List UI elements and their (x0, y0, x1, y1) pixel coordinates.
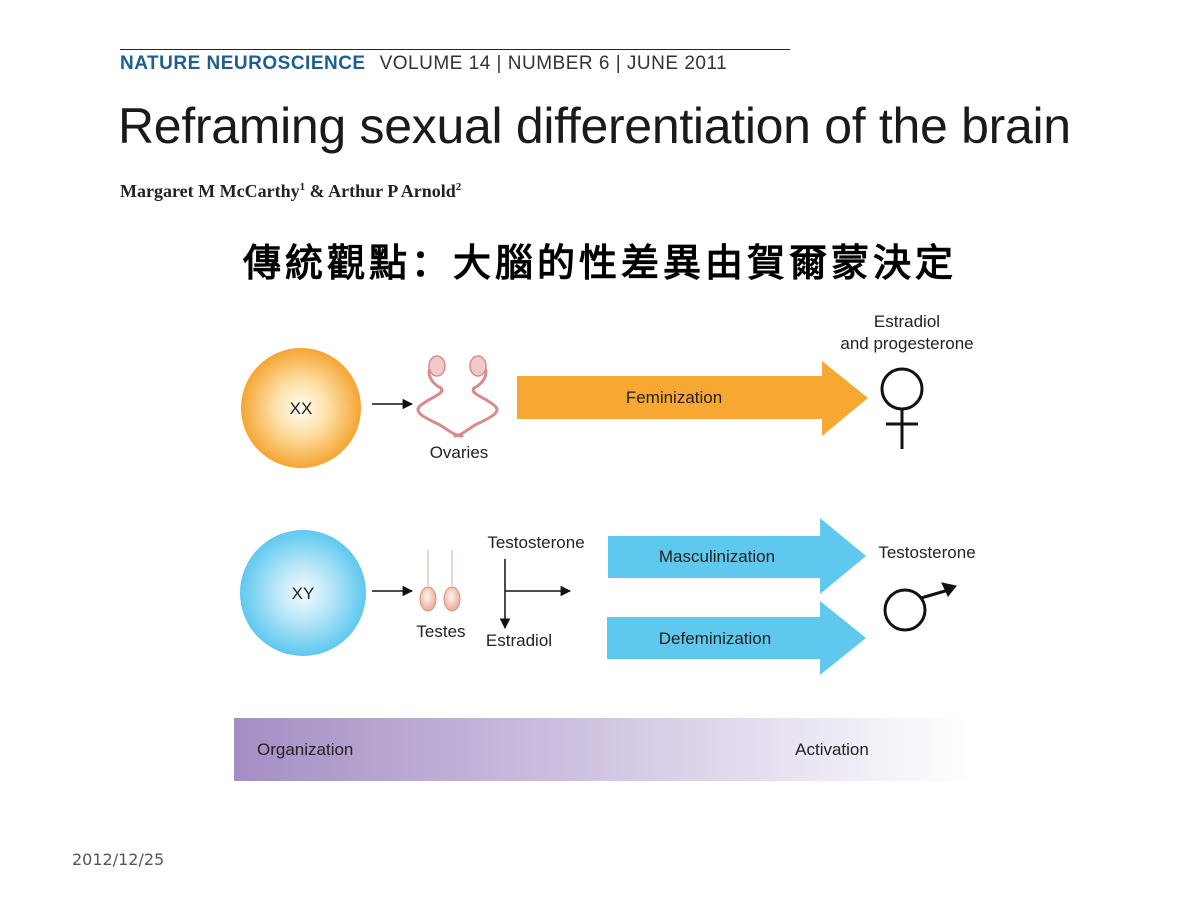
defeminization-arrow (607, 601, 866, 675)
organization-label: Organization (257, 740, 353, 759)
testosterone-top-label: Testosterone (487, 533, 584, 552)
defeminization-label: Defeminization (659, 629, 771, 648)
footer-date: 2012/12/25 (72, 850, 165, 869)
female-symbol-icon (880, 367, 924, 449)
ovaries-label: Ovaries (430, 443, 489, 462)
authors: Margaret M McCarthy1 & Arthur P Arnold2 (120, 181, 461, 202)
xx-label: XX (290, 399, 313, 418)
author-2: Arthur P Arnold (328, 181, 456, 201)
author-separator: & (305, 181, 329, 201)
testosterone-right-label: Testosterone (878, 543, 975, 562)
testes-label: Testes (416, 622, 465, 641)
testes-icon (419, 550, 461, 612)
estradiol-progesterone-label-line2: and progesterone (840, 334, 973, 353)
journal-name: NATURE NEUROSCIENCE (120, 53, 366, 74)
xy-circle (240, 530, 366, 656)
header-rule (120, 49, 790, 50)
male-symbol-icon (883, 582, 957, 632)
author-2-affiliation: 2 (455, 181, 462, 193)
journal-line: NATURE NEUROSCIENCE VOLUME 14 | NUMBER 6 … (120, 53, 727, 75)
conversion-arrows (499, 559, 572, 630)
xx-circle (241, 348, 361, 468)
ovaries-icon (416, 355, 499, 438)
feminization-arrow (517, 361, 868, 436)
journal-issue: VOLUME 14 | NUMBER 6 | JUNE 2011 (379, 53, 728, 74)
author-1: Margaret M McCarthy (120, 181, 300, 201)
masculinization-arrow (608, 518, 866, 594)
feminization-label: Feminization (626, 388, 722, 407)
author-1-affiliation: 1 (299, 181, 306, 193)
xy-label: XY (292, 584, 315, 603)
organization-activation-bar (234, 718, 974, 781)
slide-subtitle: 傳統觀點：大腦的性差異由賀爾蒙決定 (242, 240, 957, 285)
paper-title: Reframing sexual differentiation of the … (118, 98, 1071, 154)
estradiol-progesterone-label-line1: Estradiol (874, 312, 940, 331)
activation-label: Activation (795, 740, 869, 759)
masculinization-label: Masculinization (659, 547, 775, 566)
estradiol-label: Estradiol (486, 631, 552, 650)
